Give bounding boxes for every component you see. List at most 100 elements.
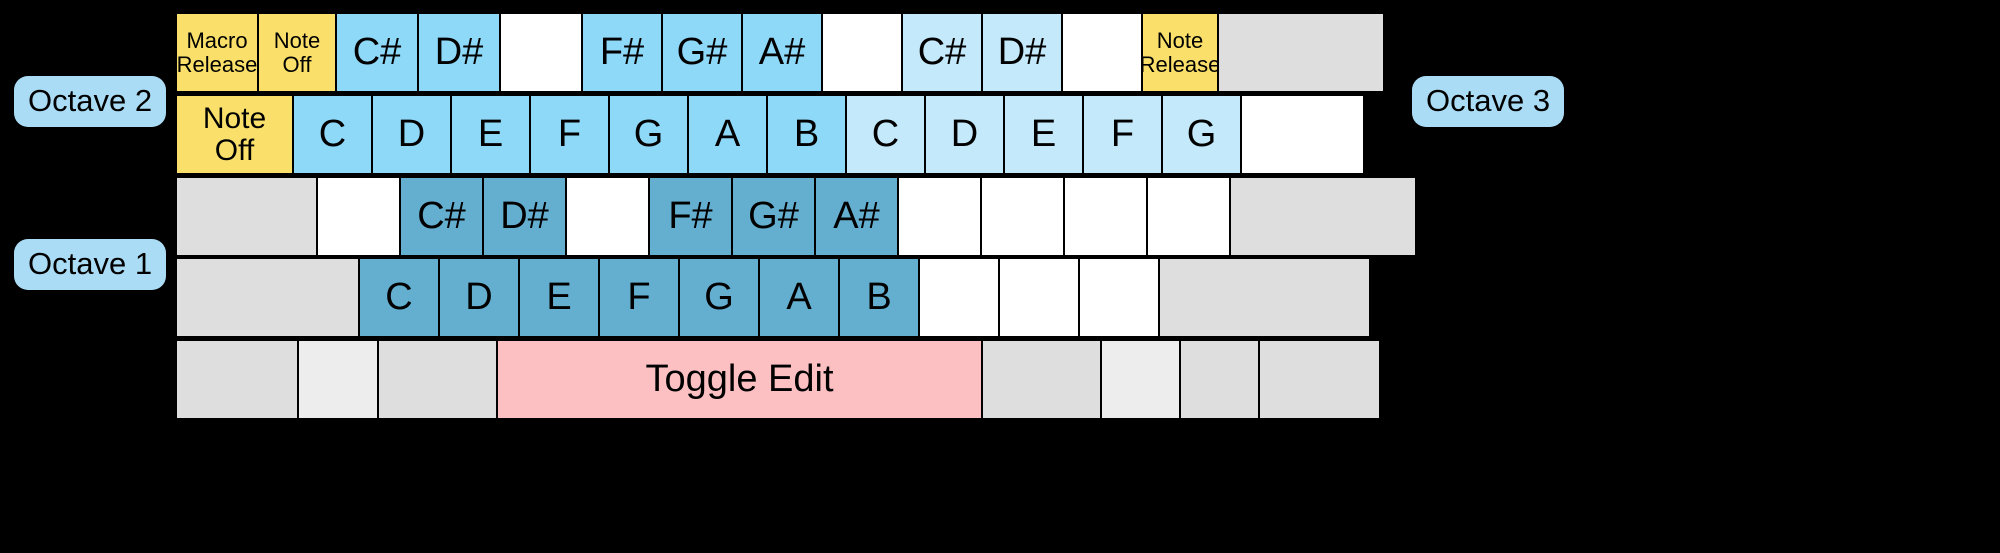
- key-b[interactable]: B: [838, 257, 920, 338]
- octave-1-label: Octave 1: [14, 239, 167, 290]
- key-e[interactable]: E: [1003, 94, 1084, 175]
- key-label: A#: [758, 30, 806, 73]
- key-g[interactable]: G: [1161, 94, 1242, 175]
- key-label: A: [714, 112, 741, 155]
- key-b[interactable]: B: [766, 94, 847, 175]
- key-blank[interactable]: [1229, 176, 1417, 257]
- key-gsharp[interactable]: G#: [731, 176, 816, 257]
- key-blank[interactable]: [1217, 12, 1385, 93]
- key-g[interactable]: G: [608, 94, 689, 175]
- key-e[interactable]: E: [450, 94, 531, 175]
- key-blank[interactable]: [175, 176, 318, 257]
- key-a[interactable]: A: [758, 257, 840, 338]
- key-label: G: [633, 112, 664, 155]
- key-c[interactable]: C: [358, 257, 440, 338]
- key-c[interactable]: C: [292, 94, 373, 175]
- key-label: D#: [500, 194, 549, 237]
- key-blank[interactable]: [297, 339, 379, 420]
- key-blank[interactable]: [1258, 339, 1381, 420]
- key-blank[interactable]: [175, 257, 360, 338]
- key-blank[interactable]: [1146, 176, 1231, 257]
- key-d[interactable]: D: [438, 257, 520, 338]
- key-toggle-edit[interactable]: Toggle Edit: [496, 339, 983, 420]
- key-label: C#: [917, 30, 967, 73]
- key-c[interactable]: C: [845, 94, 926, 175]
- key-label: G: [1186, 112, 1217, 155]
- key-d[interactable]: D: [924, 94, 1005, 175]
- key-label: G#: [748, 194, 799, 237]
- key-blank[interactable]: [175, 339, 299, 420]
- key-label: D#: [997, 30, 1047, 73]
- key-csharp[interactable]: C#: [901, 12, 983, 93]
- key-blank[interactable]: [821, 12, 903, 93]
- octave-2-label: Octave 2: [14, 76, 167, 127]
- key-label: C: [385, 275, 413, 318]
- key-asharp[interactable]: A#: [814, 176, 899, 257]
- key-blank[interactable]: [377, 339, 498, 420]
- key-f[interactable]: F: [598, 257, 680, 338]
- key-label: C: [871, 112, 900, 155]
- key-blank[interactable]: [918, 257, 1000, 338]
- key-blank[interactable]: [499, 12, 583, 93]
- key-d[interactable]: D: [371, 94, 452, 175]
- key-blank[interactable]: [1061, 12, 1143, 93]
- key-label: F: [627, 275, 651, 318]
- key-e[interactable]: E: [518, 257, 600, 338]
- key-label: B: [793, 112, 820, 155]
- key-f[interactable]: F: [1082, 94, 1163, 175]
- key-label: E: [1030, 112, 1057, 155]
- key-a[interactable]: A: [687, 94, 768, 175]
- key-blank[interactable]: [998, 257, 1080, 338]
- keyboard-row-space: Toggle Edit: [175, 339, 1381, 420]
- key-blank[interactable]: [980, 176, 1065, 257]
- key-blank[interactable]: [1078, 257, 1160, 338]
- key-label: D#: [434, 30, 484, 73]
- key-fsharp[interactable]: F#: [581, 12, 663, 93]
- key-label: G: [704, 275, 734, 318]
- key-g[interactable]: G: [678, 257, 760, 338]
- key-gsharp[interactable]: G#: [661, 12, 743, 93]
- key-blank[interactable]: [1179, 339, 1260, 420]
- key-fsharp[interactable]: F#: [648, 176, 733, 257]
- key-blank[interactable]: [1063, 176, 1148, 257]
- key-label: F#: [599, 30, 645, 73]
- key-blank[interactable]: [565, 176, 650, 257]
- key-blank[interactable]: [316, 176, 401, 257]
- key-label: A: [786, 275, 812, 318]
- key-csharp[interactable]: C#: [399, 176, 484, 257]
- octave-3-label: Octave 3: [1412, 76, 1565, 127]
- key-csharp[interactable]: C#: [335, 12, 419, 93]
- key-label: F#: [668, 194, 713, 237]
- key-dsharp[interactable]: D#: [417, 12, 501, 93]
- keyboard-row-asdf: C# D# F# G# A#: [175, 176, 1417, 257]
- key-asharp[interactable]: A#: [741, 12, 823, 93]
- key-f[interactable]: F: [529, 94, 610, 175]
- key-dsharp[interactable]: D#: [482, 176, 567, 257]
- key-label: D: [465, 275, 493, 318]
- key-blank[interactable]: [897, 176, 982, 257]
- key-dsharp[interactable]: D#: [981, 12, 1063, 93]
- key-label: E: [477, 112, 504, 155]
- key-label: D: [950, 112, 979, 155]
- key-label: C#: [417, 194, 466, 237]
- key-blank[interactable]: [1158, 257, 1371, 338]
- key-label: B: [866, 275, 892, 318]
- key-blank[interactable]: [1100, 339, 1181, 420]
- key-label: E: [546, 275, 572, 318]
- key-label: A#: [833, 194, 880, 237]
- key-blank[interactable]: [1240, 94, 1365, 175]
- key-label: F: [557, 112, 582, 155]
- key-blank[interactable]: [981, 339, 1102, 420]
